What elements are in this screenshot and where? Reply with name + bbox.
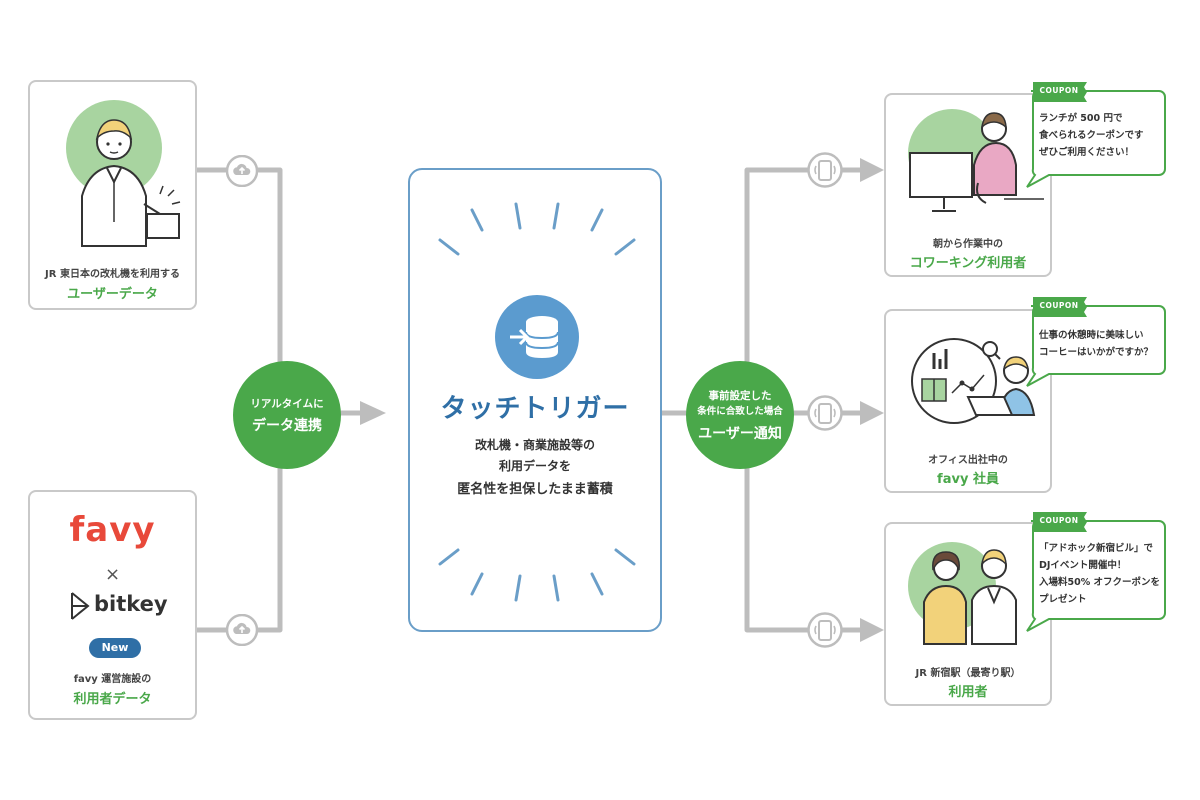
hub-description-line: 改札機・商業施設等の [474,438,595,452]
circle-big-text: ユーザー通知 [698,425,782,442]
smartphone-notification-icon [807,612,843,648]
target-caption: オフィス出社中の [928,455,1008,466]
cloud-upload-icon [226,155,258,187]
target-caption: JR 新宿駅（最寄り駅） [915,668,1021,679]
coupon-line: 入場料50% オフクーポンを [1039,577,1161,588]
source-caption: JR 東日本の改札機を利用する [45,269,180,280]
source-card-favy-facility-data: favy × bitkey New favy 運営施設の 利用者データ [28,490,197,720]
user-notification-circle: 事前設定した 条件に合致した場合 ユーザー通知 [686,361,794,469]
coupon-line: プレゼント [1039,594,1087,605]
coupon-line: ぜひご利用ください！ [1039,147,1135,158]
cross-symbol: × [104,564,121,585]
woman-at-computer-illustration [908,109,1044,212]
target-title: 利用者 [948,685,988,700]
touch-trigger-hub: タッチトリガー 改札機・商業施設等の 利用データを 匿名性を担保したまま蓄積 [408,168,662,632]
source-caption: favy 運営施設の [73,674,152,685]
person-at-ticket-gate-illustration [66,100,181,247]
coupon-line: 仕事の休憩時に美味しい [1039,330,1144,341]
coupon-line: コーヒーはいかがですか？ [1039,347,1154,358]
hub-title: タッチトリガー [440,394,630,424]
target-caption: 朝から作業中の [933,239,1003,250]
coupon-bubble: COUPON ランチが 500 円で 食べられるクーポンです ぜひご利用ください… [1025,82,1167,190]
realtime-data-link-circle: リアルタイムに データ連携 [233,361,341,469]
database-import-icon [495,295,579,379]
favy-logo: favy [69,510,156,550]
target-card-coworking-user: 朝から作業中の コワーキング利用者 [884,93,1052,277]
source-title: 利用者データ [73,692,152,707]
coupon-label: COUPON [1039,86,1079,95]
circle-big-text: データ連携 [252,417,322,434]
smartphone-notification-icon [807,152,843,188]
coupon-line: 「アドホック新宿ビル」で [1039,543,1154,554]
circle-small-text: 条件に合致した場合 [697,405,783,417]
hub-description-line: 利用データを [498,459,571,473]
two-people-illustration [908,542,1017,645]
cloud-upload-icon [226,614,258,646]
speech-bubble-frame [1026,297,1166,387]
hub-description-line: 匿名性を担保したまま蓄積 [457,482,613,497]
smartphone-notification-icon [807,395,843,431]
target-card-shinjuku-station-user: JR 新宿駅（最寄り駅） 利用者 [884,522,1052,706]
burst-rays-bottom [438,548,636,602]
coupon-line: DJイベント開催中！ [1039,560,1127,571]
coupon-text: 「アドホック新宿ビル」で DJイベント開催中！ 入場料50% オフクーポンを プ… [1039,540,1167,608]
circle-small-text: 事前設定した [708,389,772,402]
coupon-bubble: COUPON 仕事の休憩時に美味しい コーヒーはいかがですか？ [1025,297,1167,389]
analyst-with-charts-illustration [911,338,1036,424]
source-card-jr-user-data: JR 東日本の改札機を利用する ユーザーデータ [28,80,197,310]
coupon-text: 仕事の休憩時に美味しい コーヒーはいかがですか？ [1039,327,1167,361]
target-title: コワーキング利用者 [909,256,1027,271]
bitkey-logo-mark [71,592,90,620]
speech-bubble-frame [1026,82,1166,188]
coupon-bubble: COUPON 「アドホック新宿ビル」で DJイベント開催中！ 入場料50% オフ… [1025,512,1167,632]
speech-bubble-frame [1026,512,1166,632]
coupon-text: ランチが 500 円で 食べられるクーポンです ぜひご利用ください！ [1039,110,1167,161]
bitkey-logo: bitkey [94,592,168,616]
coupon-label: COUPON [1039,516,1079,525]
coupon-line: ランチが 500 円で [1039,113,1123,124]
coupon-label: COUPON [1039,301,1079,310]
burst-rays-top [438,202,636,256]
target-title: favy 社員 [937,472,999,487]
new-badge: New [89,638,141,658]
coupon-line: 食べられるクーポンです [1039,130,1144,141]
circle-small-text: リアルタイムに [250,397,324,410]
source-title: ユーザーデータ [67,287,158,302]
target-card-favy-staff: オフィス出社中の favy 社員 [884,309,1052,493]
